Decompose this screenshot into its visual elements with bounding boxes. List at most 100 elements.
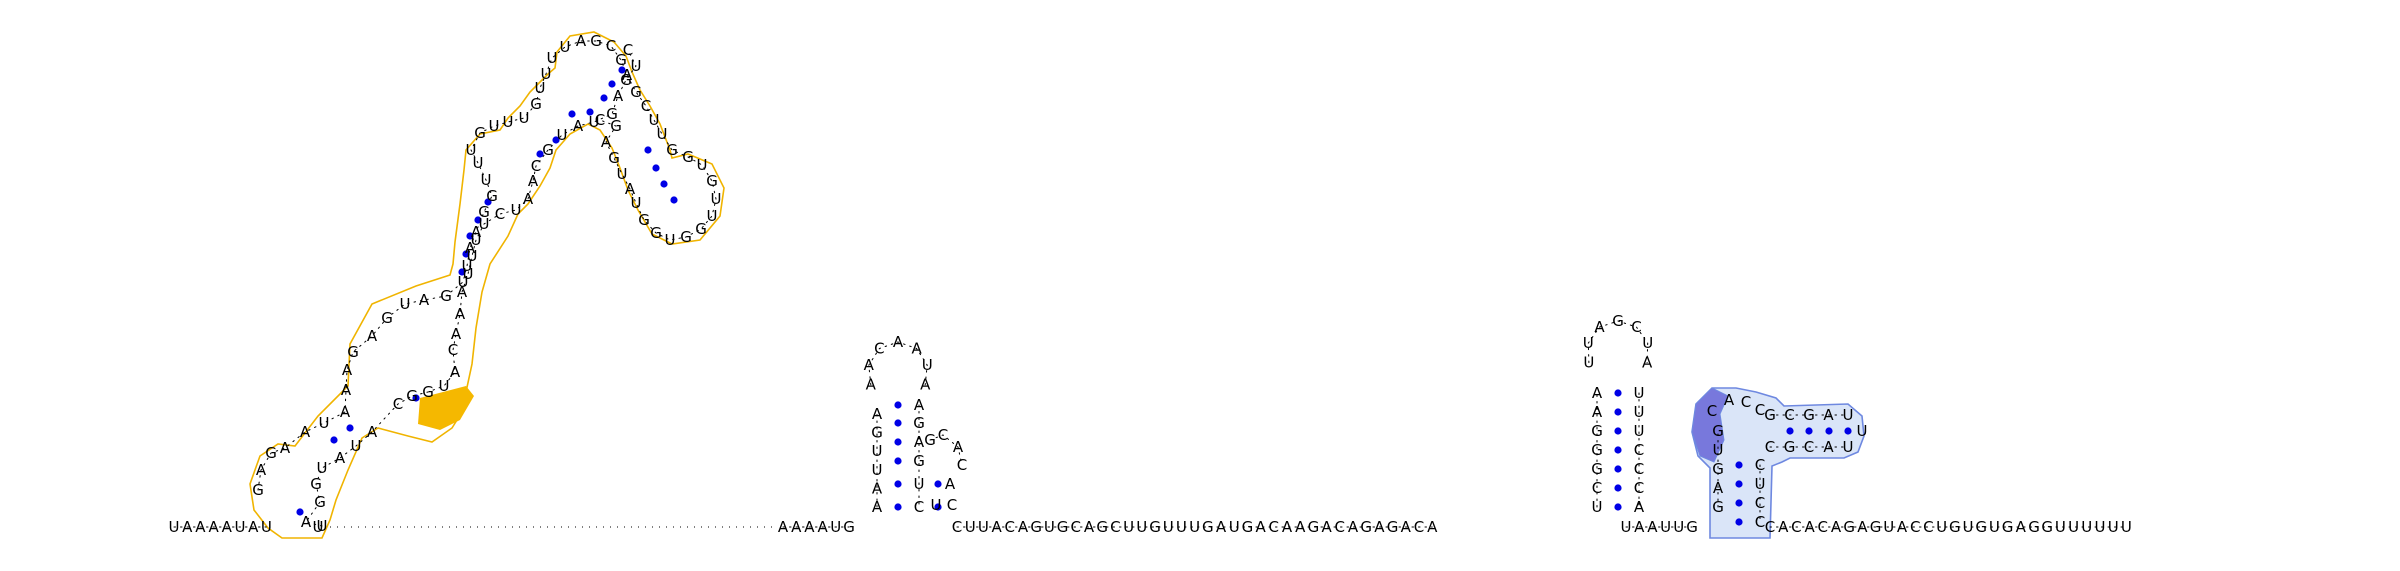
orange-domain-nucleotide: G (422, 383, 434, 401)
pseudoknot-base-pair-dot (1735, 518, 1743, 526)
strand-after-stem1-nucleotide: A (1427, 518, 1438, 536)
strand-after-stem1-nucleotide: U (965, 518, 976, 536)
strand-left-prefix-nucleotide: A (182, 518, 193, 536)
orange-domain-base-pair-dot (660, 180, 668, 188)
orange-domain-nucleotide: U (466, 141, 477, 159)
orange-domain-nucleotide: U (547, 49, 558, 67)
pseudoknot-arm-bottom-nucleotide: C (1765, 438, 1775, 456)
pseudoknot-right-nucleotide: C (1755, 513, 1765, 531)
orange-domain-nucleotide: U (657, 125, 668, 143)
orange-domain-nucleotide: A (457, 283, 468, 301)
orange-domain-nucleotide: A (419, 291, 430, 309)
pseudoknot-arm-top-nucleotide: G (1764, 406, 1776, 424)
stem1-bulge-nucleotide: A (953, 438, 964, 456)
strand-after-stem1-nucleotide: G (1202, 518, 1214, 536)
strand-after-stem1-nucleotide: U (1136, 518, 1147, 536)
stem2-base-pair-dot (1614, 484, 1622, 492)
strand-after-stem1-nucleotide: C (1071, 518, 1081, 536)
stem2-loop-nucleotide: C (1631, 318, 1641, 336)
strand-left-prefix-nucleotide: A (248, 518, 259, 536)
orange-domain-base-pair-dot (466, 232, 474, 240)
orange-domain-nucleotide: G (608, 149, 620, 167)
stem1-loop-nucleotide: A (911, 340, 922, 358)
stem2-right-nucleotide: U (1634, 422, 1645, 440)
orange-domain-nucleotide: U (649, 111, 660, 129)
stem1-left-nucleotide: A (872, 479, 883, 497)
stem1-loop-backbone (868, 341, 928, 386)
strand-left-prefix-nucleotide: A (195, 518, 206, 536)
orange-domain-nucleotide: A (455, 305, 466, 323)
stem2-right-nucleotide: U (1634, 403, 1645, 421)
orange-domain-nucleotide: U (665, 231, 676, 249)
strand-left-prefix-nucleotide: A (222, 518, 233, 536)
strand-after-stem1-nucleotide: C (1414, 518, 1424, 536)
stem2-base-pair-dot (1614, 427, 1622, 435)
orange-domain-nucleotide: G (680, 228, 692, 246)
stem1-bulge-nucleotide: C (957, 456, 967, 474)
orange-domain-nucleotide: U (351, 437, 362, 455)
pseudoknot-cap-nucleotide: C (1755, 401, 1765, 419)
orange-domain-nucleotide: U (467, 247, 478, 265)
strand-tail-nucleotide: G (1870, 518, 1882, 536)
orange-domain-base-pair-dot (552, 136, 560, 144)
pseudoknot-left-nucleotide: G (1712, 422, 1724, 440)
orange-domain-nucleotide: A (367, 423, 378, 441)
pseudoknot-cap-nucleotide: C (1707, 402, 1717, 420)
strand-tail-nucleotide: U (2068, 518, 2079, 536)
strand-after-stem1-nucleotide: U (1123, 518, 1134, 536)
strand-after-stem1-nucleotide: C (1110, 518, 1120, 536)
stem2-base-pair-dot (1614, 408, 1622, 416)
orange-domain-nucleotide: A (256, 461, 267, 479)
stem1-loop-nucleotide: A (866, 376, 877, 394)
stem2-loop-nucleotide: A (1594, 318, 1605, 336)
strand-after-stem1-nucleotide: U (1044, 518, 1055, 536)
orange-domain-nucleotide: U (489, 117, 500, 135)
strand-tail-nucleotide: G (2028, 518, 2040, 536)
orange-domain-nucleotide: U (439, 377, 450, 395)
pseudoknot-right-nucleotide: U (1755, 475, 1766, 493)
stem1-base-pair-dot (894, 419, 902, 427)
pseudoknot-arm-pair-dot (1786, 427, 1794, 435)
strand-tail-nucleotide: A (1831, 518, 1842, 536)
pseudoknot-arm-bottom-nucleotide: C (1804, 438, 1814, 456)
orange-domain-nucleotide: U (557, 126, 568, 144)
strand-tail-nucleotide: C (1765, 518, 1775, 536)
pseudoknot-left-nucleotide: G (1712, 460, 1724, 478)
stem2-left-nucleotide: A (1592, 384, 1603, 402)
pseudoknot-left-nucleotide: G (1712, 498, 1724, 516)
orange-domain-nucleotide: G (615, 51, 627, 69)
stem1-right-nucleotide: C (914, 498, 924, 516)
orange-domain-base-pair-dot (644, 146, 652, 154)
stem1-base-pair-dot (894, 503, 902, 511)
stem1-left-nucleotide: A (872, 498, 883, 516)
orange-domain-nucleotide: G (682, 148, 694, 166)
strand-after-stem1-nucleotide: G (1057, 518, 1069, 536)
orange-domain-base-pair-dot (462, 250, 470, 258)
strand-after-stem1-nucleotide: A (1084, 518, 1095, 536)
orange-domain-nucleotide: C (623, 41, 633, 59)
pseudoknot-right-nucleotide: C (1755, 494, 1765, 512)
orange-domain-nucleotide: A (342, 361, 353, 379)
blue-highlight-region (1691, 387, 1865, 539)
orange-domain-nucleotide: G (666, 141, 678, 159)
strand-tail-nucleotide: C (1818, 518, 1828, 536)
stem1-bulge-backbone (929, 434, 963, 466)
orange-domain-nucleotide: G (590, 32, 602, 50)
stem2-loop-backbone (1587, 320, 1649, 364)
orange-domain-nucleotide: G (620, 71, 632, 89)
strand-after-stem1-nucleotide: A (1374, 518, 1385, 536)
stem1-left-nucleotide: G (871, 424, 883, 442)
stem2-loop-nucleotide: G (1612, 312, 1624, 330)
strand-tail-nucleotide: U (1883, 518, 1894, 536)
strand-middle-start-nucleotide: G (843, 518, 855, 536)
stem1-loop-nucleotide: C (874, 340, 884, 358)
orange-domain-nucleotide: G (310, 475, 322, 493)
strand-middle-start-nucleotide: A (817, 518, 828, 536)
pseudoknot-cap-nucleotide: C (1741, 393, 1751, 411)
stem2-left-nucleotide: G (1591, 441, 1603, 459)
orange-domain-nucleotide: G (474, 124, 486, 142)
stem2-left-nucleotide: U (1592, 498, 1603, 516)
orange-domain-nucleotide: A (300, 423, 311, 441)
orange-domain-nucleotide: C (495, 205, 505, 223)
strand-tail-nucleotide: U (2081, 518, 2092, 536)
